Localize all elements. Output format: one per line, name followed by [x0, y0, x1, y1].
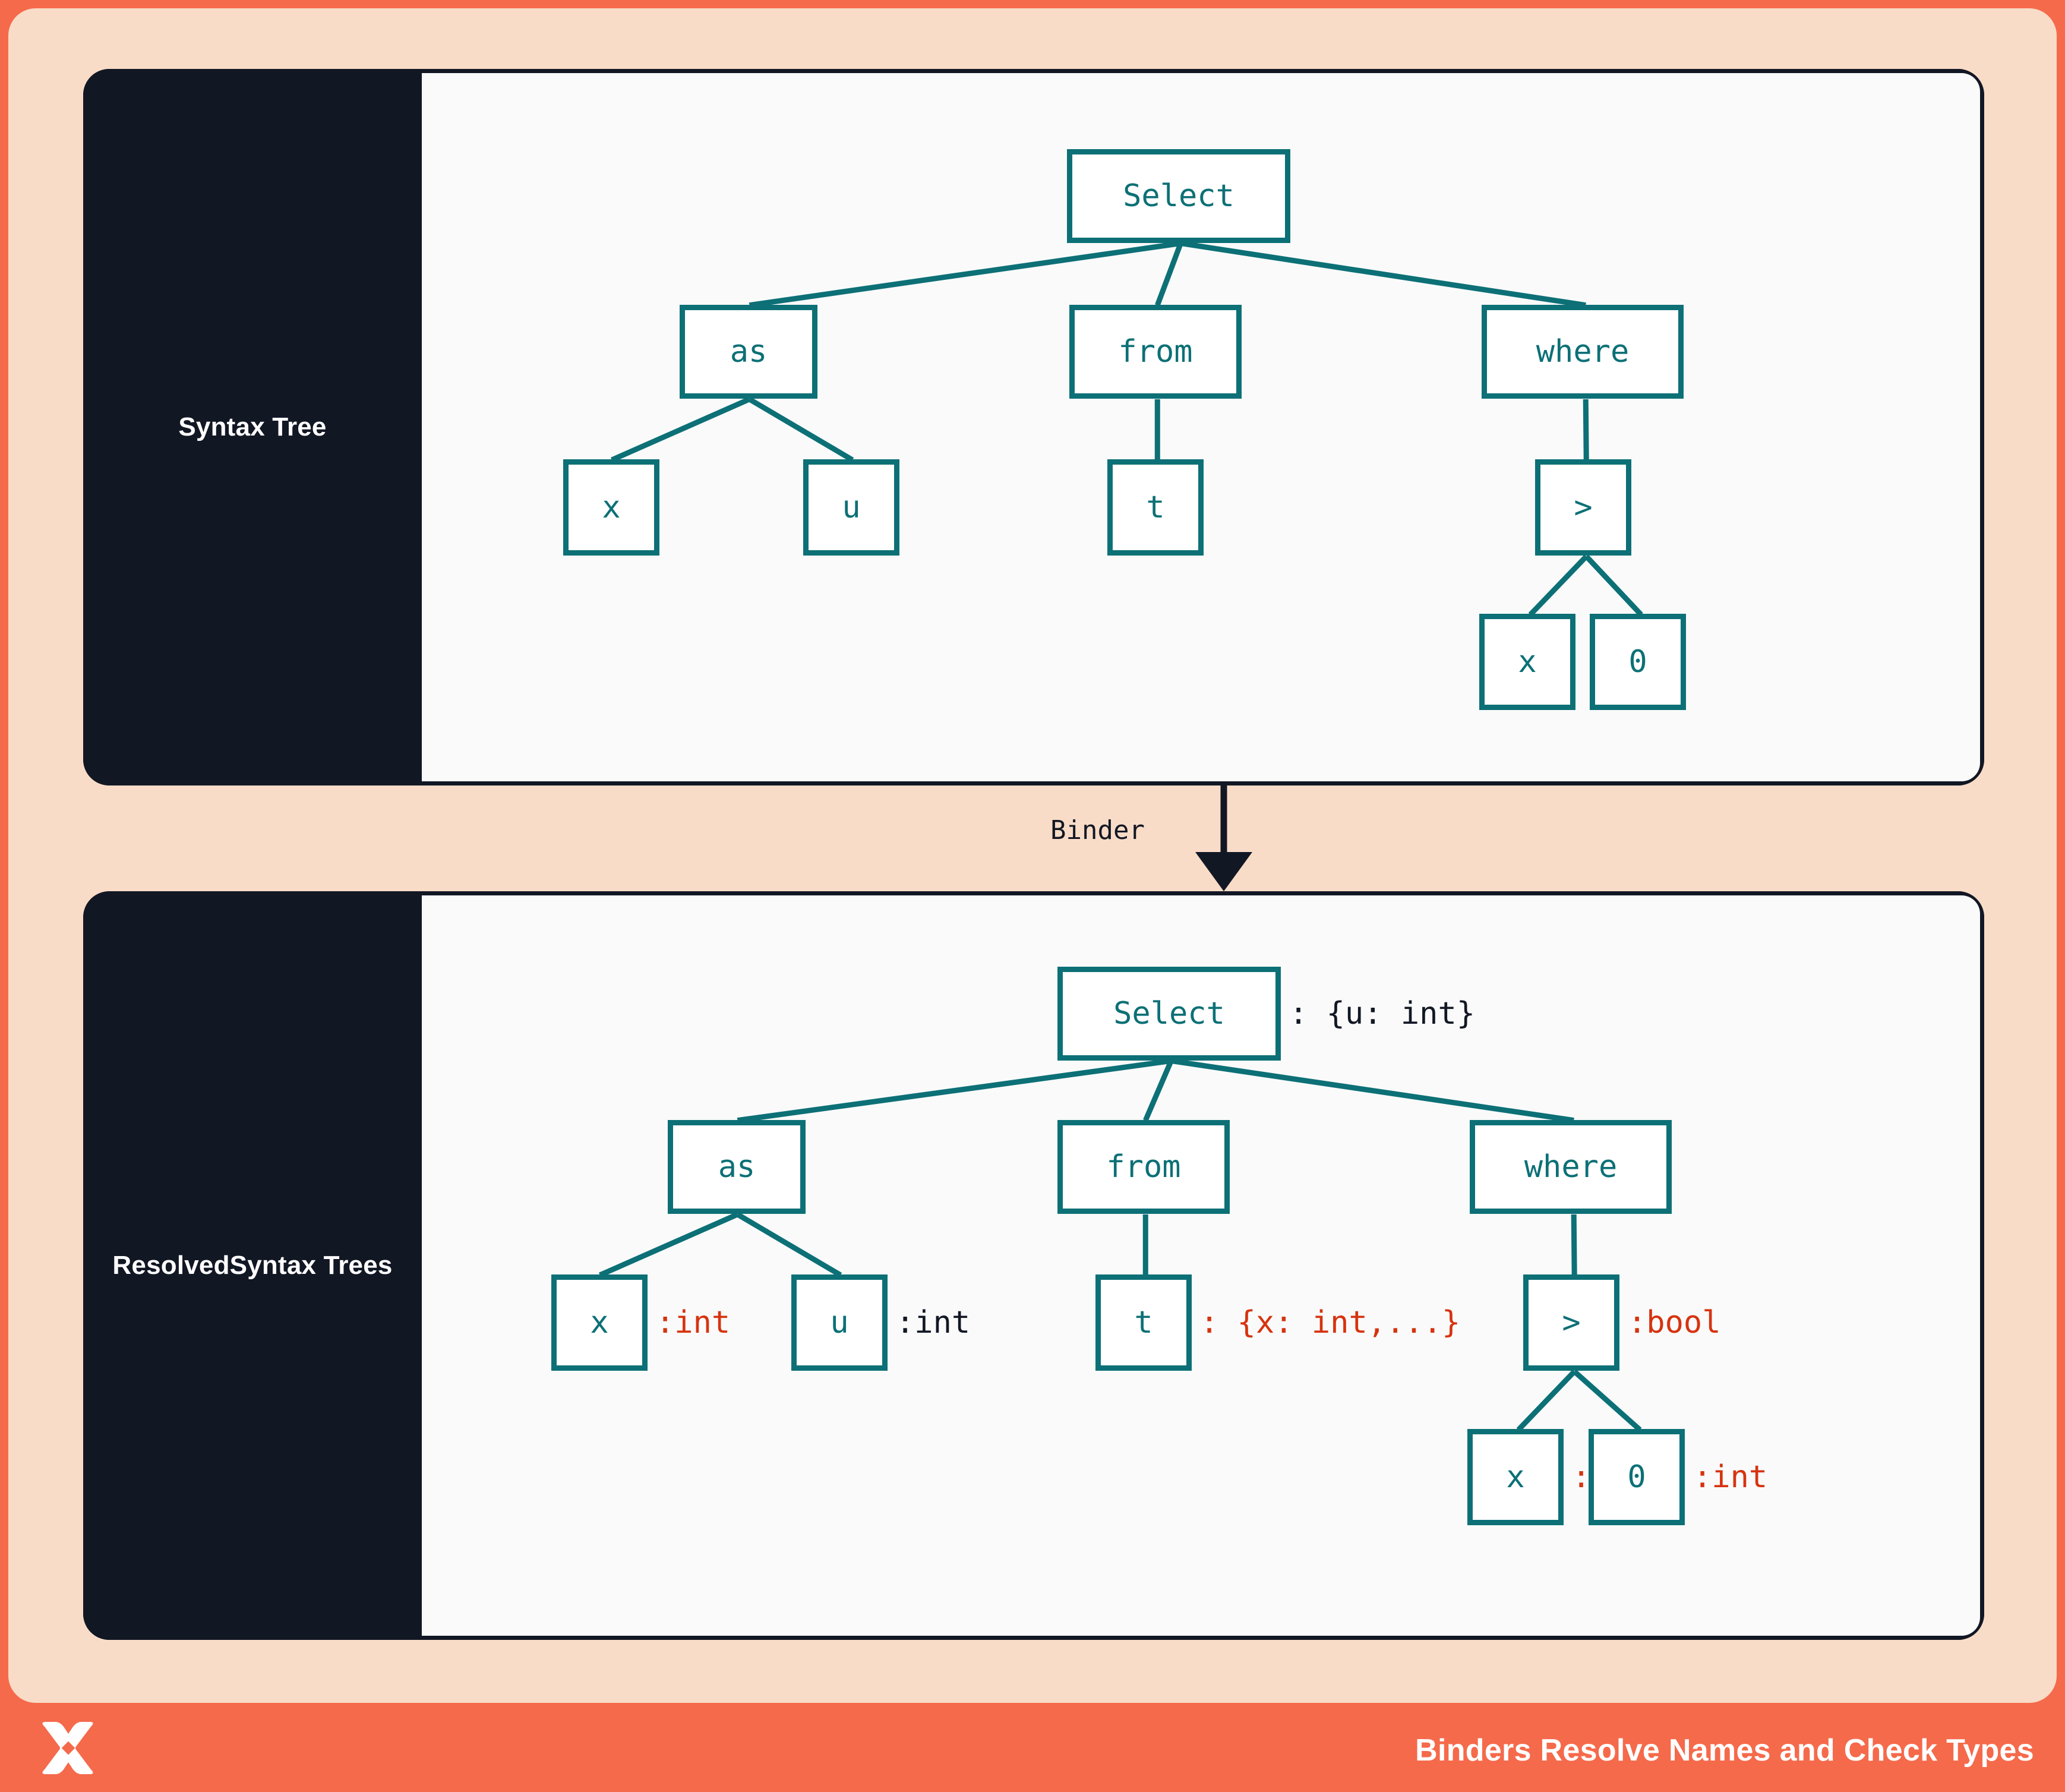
tree-node-where[interactable]: where	[1482, 305, 1684, 399]
butterfly-x-logo-icon	[42, 1722, 93, 1774]
tree-node-x[interactable]: x	[551, 1274, 648, 1371]
tree-node-t[interactable]: t	[1095, 1274, 1192, 1371]
tree-node-label: where	[1536, 334, 1630, 370]
tree-node-0[interactable]: 0	[1589, 1429, 1685, 1525]
tree-edge	[1516, 1370, 1577, 1432]
tree-node-label: x	[602, 490, 621, 525]
tree-node-x[interactable]: x	[1467, 1429, 1564, 1525]
tree-node-label: as	[730, 334, 768, 370]
tree-node-label: from	[1106, 1149, 1181, 1185]
panel-label-syntax-tree: Syntax Tree	[83, 69, 422, 785]
tree-node-label: u	[842, 490, 861, 525]
tree-edges-syntax-tree	[611, 241, 1643, 617]
tree-node-label: Select	[1123, 178, 1234, 214]
tree-edge	[1584, 554, 1643, 617]
tree-edge	[736, 1212, 842, 1277]
tree-node-label: as	[718, 1149, 756, 1185]
type-annotation: : {u: int}	[1289, 996, 1476, 1031]
tree-node-as[interactable]: as	[680, 305, 817, 399]
tree-node-label: u	[830, 1305, 849, 1340]
tree-node-u[interactable]: u	[803, 459, 899, 556]
type-annotation: :int	[656, 1305, 731, 1340]
tree-edge	[749, 241, 1182, 308]
tree-edge	[611, 396, 751, 463]
tree-edge	[1143, 1059, 1174, 1122]
tree-node-select[interactable]: Select	[1057, 967, 1281, 1061]
tree-node-label: >	[1574, 490, 1593, 525]
tree-canvas-syntax-tree: Select as from where x u t > x 0	[422, 69, 1984, 785]
tree-node-label: t	[1146, 490, 1165, 525]
footer-bar: Binders Resolve Names and Check Types	[0, 1703, 2065, 1792]
tree-edge	[737, 1058, 1172, 1124]
tree-edge	[1528, 554, 1589, 617]
tree-edge	[1573, 1369, 1642, 1432]
tree-edge	[748, 397, 854, 462]
tree-edge	[1180, 241, 1586, 308]
tree-node-[interactable]: >	[1523, 1274, 1619, 1371]
tree-node-label: 0	[1628, 644, 1647, 680]
tree-node-label: 0	[1627, 1459, 1646, 1495]
tree-node-where[interactable]: where	[1470, 1120, 1672, 1214]
type-annotation: :bool	[1628, 1305, 1721, 1340]
type-annotation: :int	[1693, 1459, 1768, 1495]
tree-node-from[interactable]: from	[1069, 305, 1242, 399]
binder-arrow-icon	[1195, 785, 1252, 891]
binder-connector-zone	[83, 785, 1984, 891]
tree-edge	[1155, 242, 1183, 307]
binder-label: Binder	[1050, 815, 1145, 845]
tree-node-from[interactable]: from	[1057, 1120, 1230, 1214]
tree-node-as[interactable]: as	[668, 1120, 806, 1214]
footer-title: Binders Resolve Names and Check Types	[1415, 1733, 2034, 1768]
tree-node-u[interactable]: u	[791, 1274, 888, 1371]
tree-edge	[598, 1212, 739, 1278]
tree-node-label: x	[590, 1305, 609, 1340]
type-annotation: : {x: int,...}	[1200, 1305, 1461, 1340]
tree-canvas-resolved-syntax-trees: Select : {u: int} as from where x :int u :int t : …	[422, 891, 1984, 1640]
tree-node-label: where	[1524, 1149, 1618, 1185]
tree-node-label: from	[1118, 334, 1193, 370]
tree-node-x[interactable]: x	[1479, 614, 1575, 710]
tree-node-label: Select	[1113, 996, 1225, 1031]
tree-node-t[interactable]: t	[1107, 459, 1204, 556]
tree-node-label: x	[1518, 644, 1537, 680]
tree-node-0[interactable]: 0	[1590, 614, 1686, 710]
tree-node-x[interactable]: x	[563, 459, 659, 556]
tree-node-label: t	[1134, 1305, 1153, 1340]
tree-node-label: >	[1562, 1305, 1581, 1340]
panel-syntax-tree: Syntax Tree Select as from where x u t > x 0	[83, 69, 1984, 785]
tree-node-label: x	[1506, 1459, 1525, 1495]
tree-node-[interactable]: >	[1535, 459, 1631, 556]
tree-edge	[1170, 1058, 1574, 1124]
type-annotation: :int	[896, 1305, 971, 1340]
tree-node-select[interactable]: Select	[1067, 149, 1290, 243]
tree-edges-resolved-syntax-trees	[598, 1058, 1642, 1432]
